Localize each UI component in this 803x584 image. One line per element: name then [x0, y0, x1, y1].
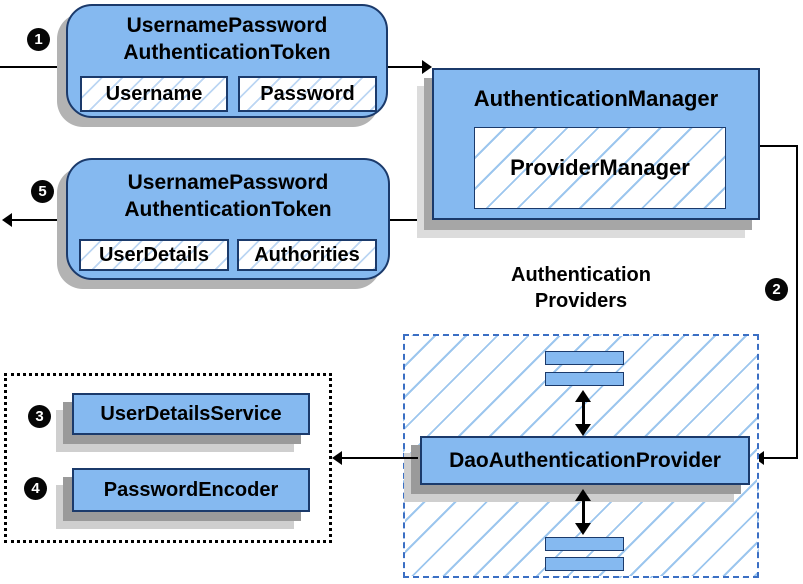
user-details-service-node: UserDetailsService — [72, 393, 310, 435]
arrowhead-left-icon — [332, 451, 342, 465]
step-2-badge: 2 — [765, 278, 788, 301]
authentication-providers-title: Authentication Providers — [403, 262, 759, 314]
manager-to-provider-line-bottom — [764, 457, 798, 459]
arrow-shaft — [581, 399, 585, 427]
node-title: AuthenticationManager — [473, 86, 719, 111]
provider-to-dependencies-line — [341, 457, 418, 459]
arrowhead-left-icon — [2, 213, 12, 227]
node-title-line2: AuthenticationToken — [124, 197, 332, 221]
manager-to-provider-line-vertical — [796, 145, 798, 459]
dao-authentication-provider-node: DaoAuthenticationProvider — [420, 436, 750, 485]
node-title-line2: AuthenticationToken — [123, 40, 331, 64]
step-4-badge: 4 — [24, 477, 47, 500]
authentication-providers-title-line2: Providers — [534, 290, 628, 312]
step-5-badge: 5 — [31, 180, 54, 203]
arrowhead-down-icon — [575, 424, 591, 436]
arrowhead-left-icon — [754, 451, 764, 465]
password-field: Password — [238, 76, 377, 112]
provider-manager-node: ProviderManager — [474, 127, 726, 209]
provider-placeholder-bar — [545, 351, 624, 365]
manager-to-provider-line-top — [760, 145, 798, 147]
authentication-providers-group: DaoAuthenticationProvider — [403, 334, 759, 578]
arrowhead-up-icon — [575, 489, 591, 501]
arrowhead-up-icon — [575, 390, 591, 402]
double-arrow-icon — [575, 489, 591, 535]
step-3-badge: 3 — [28, 405, 51, 428]
authentication-manager-node: AuthenticationManager ProviderManager — [432, 68, 760, 220]
node-title-line1: UsernamePassword — [126, 14, 328, 37]
result-out-line — [10, 219, 66, 221]
node-title: UsernamePassword AuthenticationToken — [68, 13, 386, 67]
password-encoder-node: PasswordEncoder — [72, 468, 310, 512]
double-arrow-icon — [575, 390, 591, 436]
username-password-token-result-node: UsernamePassword AuthenticationToken Use… — [66, 158, 390, 280]
node-title-line1: UsernamePassword — [127, 171, 329, 194]
arrowhead-down-icon — [575, 523, 591, 535]
authorities-field: Authorities — [237, 239, 377, 271]
node-title: UsernamePassword AuthenticationToken — [68, 170, 388, 224]
username-field: Username — [80, 76, 228, 112]
provider-placeholder-bar — [545, 537, 624, 551]
arrowhead-right-icon — [422, 60, 432, 74]
arrow-shaft — [581, 498, 585, 526]
authentication-providers-title-line1: Authentication — [511, 264, 651, 286]
user-details-field: UserDetails — [79, 239, 229, 271]
provider-dependencies-group — [4, 373, 332, 543]
manager-to-result-line — [390, 219, 432, 221]
step-1-badge: 1 — [27, 28, 50, 51]
username-password-token-request-node: UsernamePassword AuthenticationToken Use… — [66, 4, 388, 118]
provider-placeholder-bar — [545, 557, 624, 571]
provider-placeholder-bar — [545, 372, 624, 386]
